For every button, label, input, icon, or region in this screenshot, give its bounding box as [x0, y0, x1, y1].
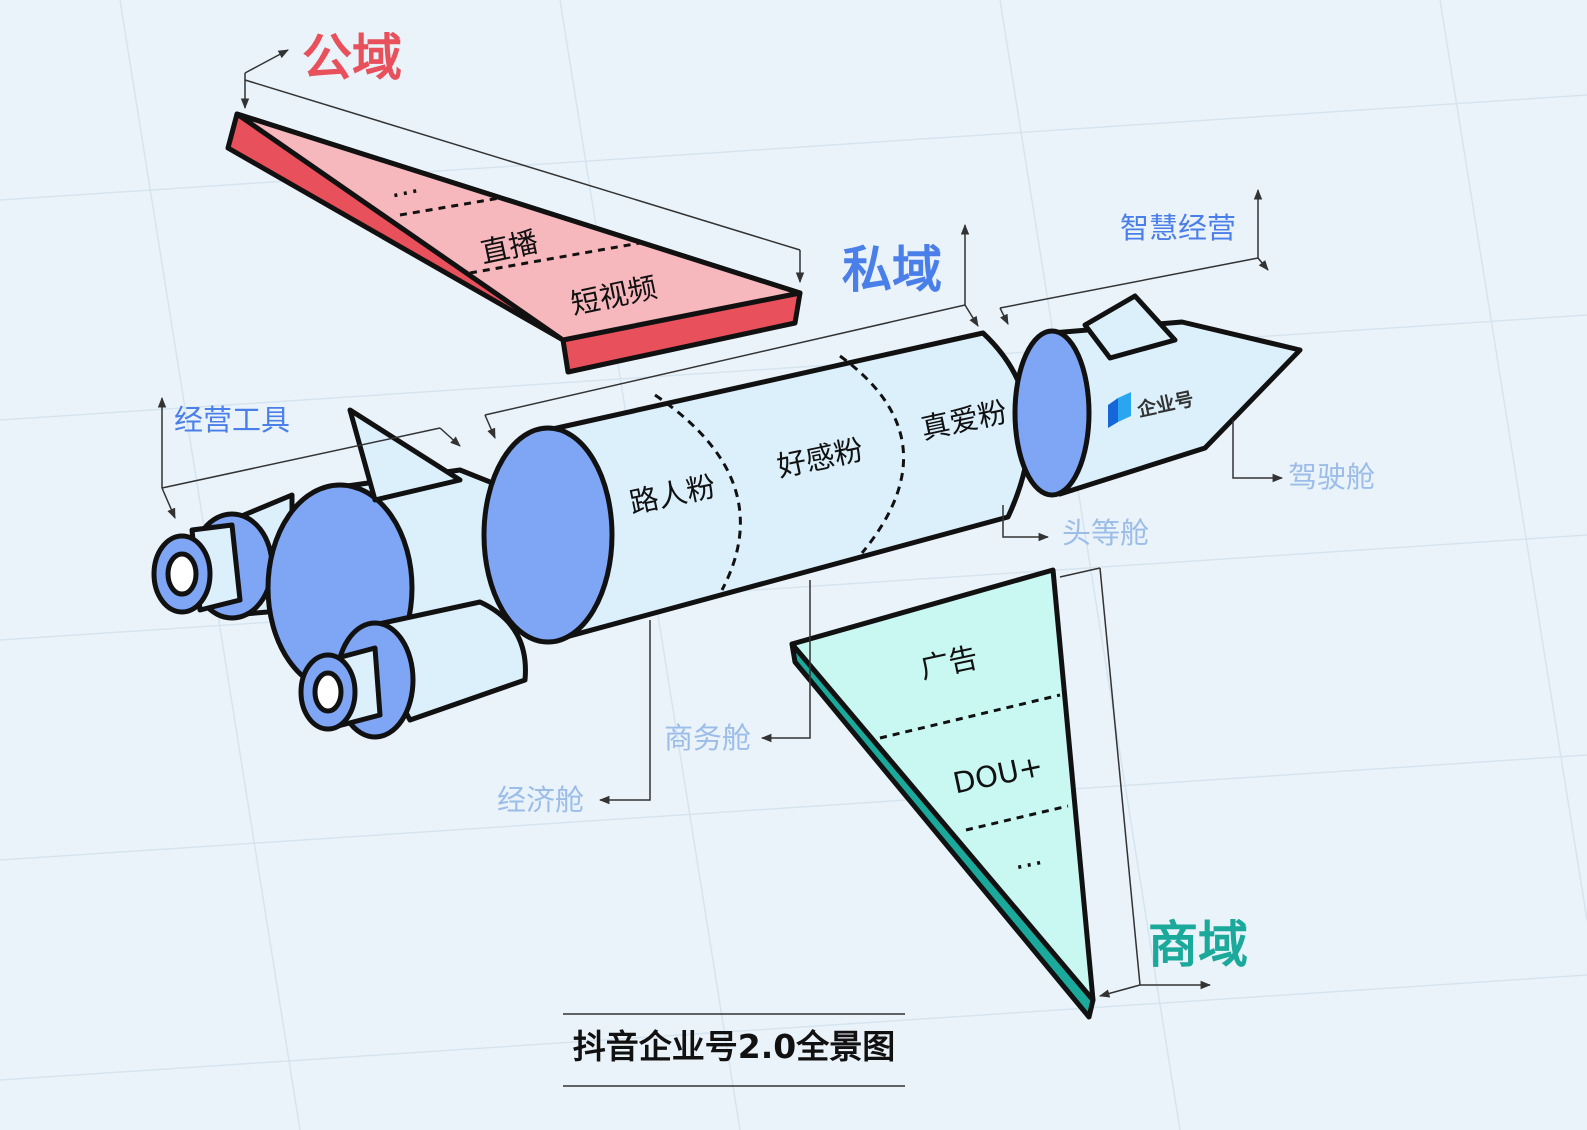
fuselage	[484, 333, 1029, 642]
cockpit-leader-line	[1233, 420, 1282, 478]
diagram-title: 抖音企业号2.0全景图	[573, 1027, 895, 1066]
commercial-wing-top	[792, 570, 1093, 1000]
economy-class-label: 经济舱	[497, 783, 584, 817]
smart-ops-label: 智慧经营	[1120, 211, 1236, 245]
public-domain-label: 公域	[302, 29, 402, 87]
fuselage-rear-rim	[484, 428, 612, 642]
business-class-label: 商务舱	[664, 721, 751, 755]
economy-leader-line	[600, 620, 650, 800]
first-class-label: 头等舱	[1062, 516, 1149, 550]
cockpit-rim	[1015, 331, 1089, 495]
commercial-domain-wing	[792, 570, 1093, 1017]
upper-nozzle-inner	[168, 554, 196, 594]
ops-tools-label: 经营工具	[174, 403, 290, 437]
lower-nozzle-inner	[315, 673, 341, 711]
cockpit-label: 驾驶舱	[1288, 460, 1375, 494]
private-domain-label: 私域	[842, 241, 942, 299]
engines	[154, 410, 525, 737]
commercial-domain-label: 商域	[1148, 916, 1248, 974]
